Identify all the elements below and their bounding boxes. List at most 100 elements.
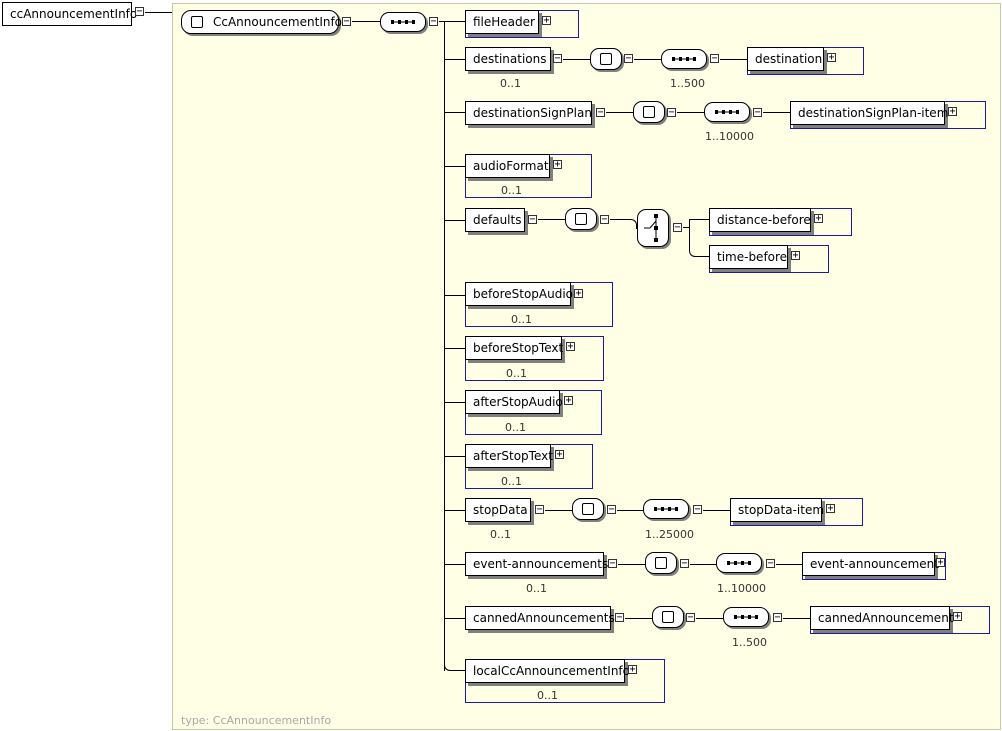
connector (690, 564, 716, 565)
collapse-icon[interactable]: − (766, 558, 775, 569)
expand-icon[interactable]: + (542, 15, 551, 26)
connector (763, 112, 790, 113)
element-beforestopaudio[interactable]: beforeStopAudio (465, 282, 573, 306)
root-element-ccannouncementinfo[interactable]: ccAnnouncementInfo (2, 2, 137, 26)
element-localccannouncementinfo[interactable]: localCcAnnouncementInfo (465, 659, 630, 683)
element-destinationsignplan[interactable]: destinationSignPlan (465, 101, 592, 125)
collapse-icon[interactable]: − (607, 504, 616, 515)
cardinality: 0..1 (490, 528, 511, 541)
element-time-before[interactable]: time-before (709, 245, 788, 269)
type-label: type: CcAnnouncementInfo (181, 714, 332, 727)
element-event-announcement[interactable]: event-announcement (802, 552, 939, 576)
connector (444, 402, 465, 403)
type-square-icon (655, 557, 667, 569)
connector (444, 166, 465, 167)
collapse-icon[interactable]: − (553, 53, 562, 64)
collapse-icon[interactable]: − (773, 612, 782, 623)
connector (563, 59, 590, 60)
expand-icon[interactable]: + (814, 213, 823, 224)
expand-icon[interactable]: + (553, 159, 562, 170)
collapse-icon[interactable]: − (710, 53, 719, 64)
sequence-icon (723, 607, 769, 627)
complex-type-ccannouncementinfo[interactable]: CcAnnouncementInfo (181, 10, 342, 34)
expand-icon[interactable]: + (826, 503, 835, 514)
element-stopdata[interactable]: stopData (465, 498, 531, 522)
collapse-icon[interactable]: − (600, 214, 609, 225)
choice-trunk (689, 219, 690, 239)
collapse-icon[interactable]: − (667, 107, 676, 118)
cardinality: 0..1 (526, 582, 547, 595)
element-audioformat[interactable]: audioFormat (465, 154, 550, 178)
type-square-icon (600, 53, 612, 65)
connector (683, 227, 689, 228)
collapse-icon[interactable]: − (535, 504, 544, 515)
connector (545, 510, 572, 511)
cardinality: 0..1 (500, 77, 521, 90)
expand-icon[interactable]: + (564, 395, 573, 406)
connector (444, 348, 465, 349)
collapse-icon[interactable]: − (528, 214, 537, 225)
collapse-icon[interactable]: − (608, 558, 617, 569)
element-fileheader[interactable]: fileHeader (465, 10, 539, 34)
collapse-icon[interactable]: − (429, 16, 438, 27)
collapse-icon[interactable]: − (680, 558, 689, 569)
connector (444, 220, 465, 221)
expand-icon[interactable]: + (628, 664, 637, 675)
element-destinations[interactable]: destinations (465, 47, 551, 71)
connector (618, 564, 645, 565)
element-destination[interactable]: destination (747, 47, 824, 71)
connector (145, 12, 172, 13)
sequence-icon (704, 102, 750, 122)
connector (776, 564, 802, 565)
expand-icon[interactable]: + (574, 288, 583, 299)
collapse-icon[interactable]: − (615, 612, 624, 623)
element-defaults[interactable]: defaults (465, 208, 525, 232)
collapse-icon[interactable]: − (342, 16, 351, 27)
cardinality: 0..1 (537, 689, 558, 702)
connector (617, 510, 643, 511)
element-stopdata-item[interactable]: stopData-item (730, 498, 824, 522)
element-afterstopaudio[interactable]: afterStopAudio (465, 390, 563, 414)
connector (783, 618, 810, 619)
element-afterstoptext[interactable]: afterStopText (465, 444, 553, 468)
complex-type-icon (565, 208, 597, 230)
connector (677, 112, 704, 113)
collapse-icon[interactable]: − (673, 222, 682, 233)
collapse-icon[interactable]: − (686, 612, 695, 623)
cardinality: 1..10000 (705, 130, 754, 143)
type-square-icon (643, 106, 655, 118)
type-square-icon (191, 16, 203, 28)
connector (625, 618, 652, 619)
cardinality: 0..1 (501, 184, 522, 197)
complex-type-icon (652, 606, 684, 628)
cardinality: 1..10000 (717, 582, 766, 595)
element-destinationsignplan-item[interactable]: destinationSignPlan-item (790, 101, 948, 125)
collapse-icon[interactable]: − (596, 107, 605, 118)
expand-icon[interactable]: + (827, 52, 836, 63)
connector (444, 564, 465, 565)
collapse-icon[interactable]: − (624, 53, 633, 64)
element-cannedannouncements[interactable]: cannedAnnouncements (465, 606, 615, 630)
choice-icon (637, 209, 669, 247)
element-event-announcements[interactable]: event-announcements (465, 552, 608, 576)
sequence-icon (716, 553, 762, 573)
expand-icon[interactable]: + (936, 557, 945, 568)
expand-icon[interactable]: + (953, 611, 962, 622)
connector (634, 59, 661, 60)
collapse-icon[interactable]: − (753, 107, 762, 118)
expand-icon[interactable]: + (791, 250, 800, 261)
connector (689, 219, 709, 220)
expand-icon[interactable]: + (566, 341, 575, 352)
connector (696, 618, 723, 619)
complex-type-icon (633, 101, 665, 123)
element-beforestoptext[interactable]: beforeStopText (465, 336, 563, 360)
complex-type-icon (645, 552, 677, 574)
element-distance-before[interactable]: distance-before (709, 208, 811, 232)
expand-icon[interactable]: + (555, 449, 564, 460)
complex-type-icon (572, 498, 604, 520)
expand-icon[interactable]: + (948, 106, 957, 117)
collapse-icon[interactable]: − (135, 6, 144, 17)
connector (444, 510, 465, 511)
element-cannedannouncement[interactable]: cannedAnnouncement (810, 606, 954, 630)
collapse-icon[interactable]: − (693, 504, 702, 515)
